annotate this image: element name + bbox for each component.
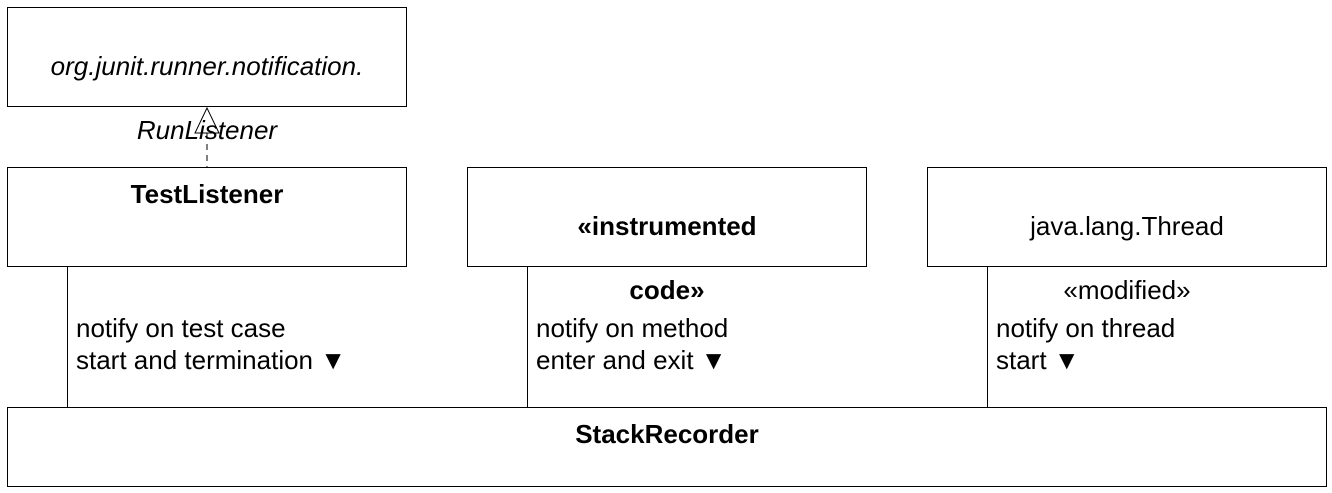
class-instrumented-code: «instrumented code»: [467, 167, 867, 305]
stack-recorder-name: StackRecorder: [575, 419, 759, 449]
class-stack-recorder: StackRecorder: [7, 407, 1327, 487]
instrumented-code-label: «instrumented code»: [468, 178, 866, 306]
run-listener-label: org.junit.runner.notification. RunListen…: [8, 18, 406, 146]
association-line-thread: [987, 266, 988, 407]
instrumented-code-line2: code»: [629, 275, 705, 305]
instrumented-code-line1: «instrumented: [577, 211, 757, 241]
direction-arrow-icon: ▼: [1053, 345, 1080, 375]
assoc-instrumented-code-line2: enter and exit ▼: [536, 345, 727, 375]
class-test-listener: TestListener: [7, 167, 407, 267]
class-run-listener: org.junit.runner.notification. RunListen…: [7, 7, 407, 145]
test-listener-name: TestListener: [130, 179, 284, 209]
association-line-test-listener: [67, 266, 68, 407]
thread-stereotype: «modified»: [1063, 275, 1191, 305]
realization-triangle-head: [194, 106, 220, 134]
association-line-instrumented-code: [527, 266, 528, 407]
direction-arrow-icon: ▼: [320, 345, 346, 375]
run-listener-name-line1: org.junit.runner.notification.: [50, 51, 364, 81]
assoc-instrumented-code-line1: notify on method: [536, 313, 729, 343]
association-label-test-listener: notify on test case start and terminatio…: [76, 312, 346, 376]
assoc-thread-line2: start ▼: [996, 345, 1080, 375]
run-listener-name-line2: RunListener: [136, 115, 278, 145]
association-label-instrumented-code: notify on method enter and exit ▼: [536, 312, 728, 376]
thread-label: java.lang.Thread «modified»: [928, 178, 1326, 306]
assoc-test-listener-line1: notify on test case: [76, 313, 286, 343]
thread-name-line1: java.lang.Thread: [1030, 211, 1224, 241]
association-label-thread: notify on thread start ▼: [996, 312, 1175, 376]
direction-arrow-icon: ▼: [700, 345, 727, 375]
assoc-test-listener-line2: start and termination ▼: [76, 345, 346, 375]
assoc-thread-line1: notify on thread: [996, 313, 1176, 343]
class-java-lang-thread: java.lang.Thread «modified»: [927, 167, 1327, 305]
